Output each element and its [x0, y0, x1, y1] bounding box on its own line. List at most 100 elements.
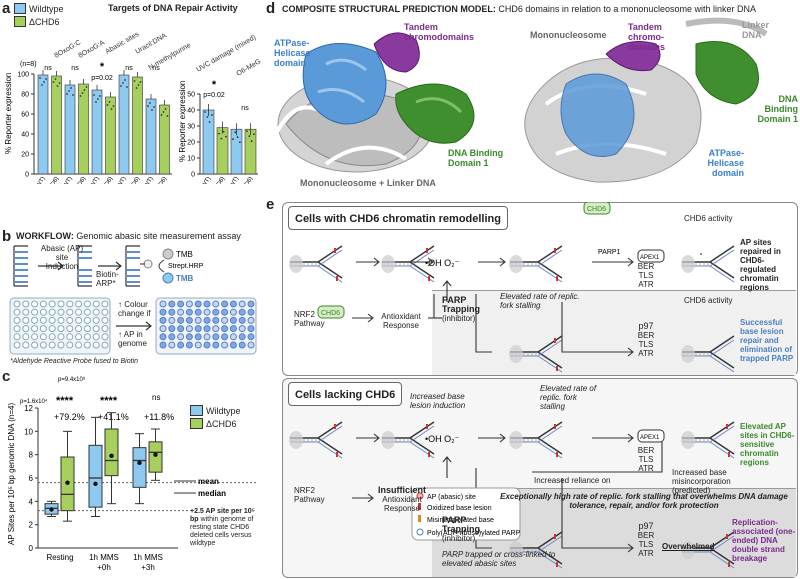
ylabel-right: % Reporter expression [178, 81, 187, 162]
replication-fork [681, 245, 735, 283]
data-point [70, 87, 72, 89]
tls: TLS [638, 540, 654, 549]
mean-point [153, 452, 158, 457]
well [221, 333, 229, 341]
y-tick-label: 8 [29, 451, 34, 460]
nucleosome [289, 255, 303, 273]
chd6-text: CHD6 [321, 310, 340, 317]
nucleosome [509, 255, 523, 273]
c-p1: p=1.6x10⁴ [20, 398, 48, 405]
well [238, 325, 246, 333]
replication-fork [509, 531, 563, 569]
sig-label: * [212, 79, 217, 91]
misincorp-symbol [418, 515, 421, 522]
well [203, 333, 211, 341]
well [185, 325, 193, 333]
well [221, 300, 229, 308]
data-point [246, 130, 248, 133]
data-point [137, 84, 140, 86]
chd6-badge [317, 305, 345, 319]
data-point [108, 101, 111, 103]
data-point [124, 79, 126, 81]
antiox-label: Antioxidant Response [381, 312, 421, 330]
mean-point [137, 460, 142, 466]
lesion [728, 562, 730, 567]
well [177, 316, 185, 324]
data-point [218, 132, 220, 135]
data-point [139, 81, 142, 83]
data-point [95, 101, 97, 103]
tmb-label: TMB [176, 250, 193, 259]
well [203, 341, 211, 349]
well [22, 300, 30, 308]
well [177, 341, 185, 349]
lesion [334, 424, 336, 429]
chd6-fork-text: CHD6 [587, 206, 606, 213]
well [31, 316, 39, 324]
data-point [93, 94, 95, 96]
data-point [120, 85, 122, 87]
nucleosome [289, 431, 303, 449]
data-point [41, 84, 43, 86]
well [159, 325, 167, 333]
well [92, 300, 100, 308]
c-pct2: +41.1% [98, 412, 129, 422]
data-point [239, 141, 241, 144]
box [148, 441, 163, 473]
well [159, 300, 167, 308]
well [194, 341, 202, 349]
x-tick-label: +3h [141, 563, 155, 572]
box [132, 447, 147, 488]
well [203, 300, 211, 308]
nucleosome [509, 345, 523, 363]
structure-models [274, 17, 768, 183]
c-pct1: +79.2% [54, 412, 85, 422]
well [194, 300, 202, 308]
lesion [728, 452, 730, 457]
y-tick-label: 12 [24, 404, 33, 413]
well [39, 308, 47, 316]
well [177, 300, 185, 308]
apex1-badge [637, 249, 665, 263]
d-linker-label: Linker DNA [386, 178, 436, 188]
p-value: p=0.02 [203, 92, 225, 99]
well [185, 308, 193, 316]
data-point [208, 121, 211, 123]
increased-base-label: Increased base lesion induction [410, 392, 466, 410]
nrf2-label: NRF2 Pathway [294, 310, 325, 328]
outcome-3: Elevated AP sites in CHD6-sensitive chro… [740, 422, 795, 467]
well [66, 316, 74, 324]
nucleosome [509, 431, 523, 449]
replication-fork [509, 335, 563, 373]
ber: BER [637, 446, 655, 455]
p-value: p=0.02 [91, 75, 113, 82]
data-point [151, 109, 153, 111]
well [101, 341, 109, 349]
well [92, 333, 100, 341]
nucleosome [681, 255, 695, 273]
well [13, 316, 21, 324]
colour-change-label: ↑ Colour change if [118, 300, 151, 318]
well [101, 300, 109, 308]
c-p2: p=9.4x10⁸ [58, 376, 86, 383]
c-ylabel: AP Sites per 10⁵ bp genomic DNA (n=4) [7, 403, 16, 545]
chd6-badge-fork [583, 202, 611, 215]
replication-fork [681, 335, 735, 373]
data-point [85, 86, 88, 88]
well [229, 308, 237, 316]
chd6-activity-label-2: CHD6 activity [684, 296, 733, 305]
well [229, 316, 237, 324]
pathway-diagram: CHD6 CHD6 APEX1 APEX1 PARP1 •OH O₂⁻ •OH … [289, 202, 735, 569]
data-point [164, 108, 167, 110]
panel-a-chart: 8OxoG:C 8OxoG:A Abasic sites Uracil:DNA … [4, 31, 262, 184]
sig-label: ns [241, 105, 249, 112]
well [83, 341, 91, 349]
data-point [253, 133, 255, 136]
d-plus: + [379, 178, 385, 188]
data-point [232, 138, 234, 141]
chd6-activity-label: CHD6 activity [684, 214, 733, 223]
y-tick-label: 60 [21, 112, 29, 119]
bar [51, 75, 62, 175]
well [238, 300, 246, 308]
parp-symbol [416, 528, 424, 536]
